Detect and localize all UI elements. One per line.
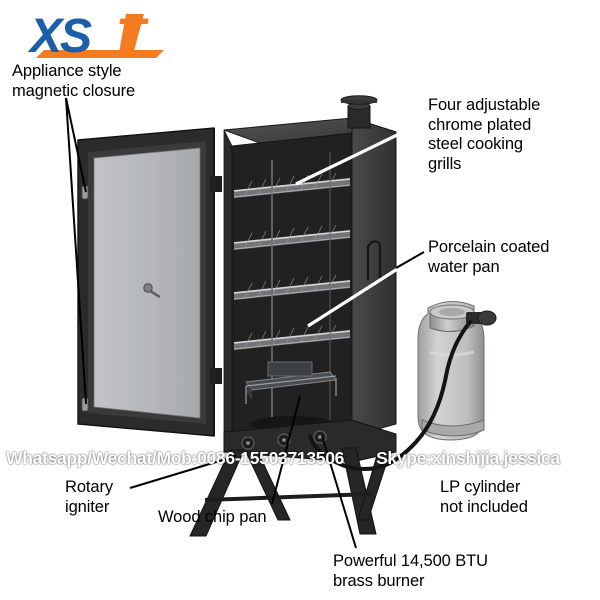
chimney-vent [340,95,378,129]
leader-grills [295,120,425,186]
callout-water-pan: Porcelain coated water pan [428,238,550,276]
xst-logo: XS T XS [28,8,168,66]
leader-magnetic-bottom [65,97,87,405]
leader-magnetic-top [65,97,87,193]
leader-waterpan [307,250,425,328]
leader-waterpan-ext [395,251,425,269]
callout-lp-cylinder: LP cylinder not included [440,478,528,516]
callout-wood-chip-pan: Wood chip pan [158,508,267,526]
svg-text:XS: XS [28,10,92,63]
water-pan [245,361,337,404]
side-handle [366,240,382,280]
callout-magnetic-closure: Appliance style magnetic closure [12,62,136,100]
callout-brass-burner: Powerful 14,500 BTU brass burner [333,552,488,590]
callout-rotary-igniter: Rotary igniter [65,478,113,516]
leader-btu [321,435,357,549]
callout-cooking-grills: Four adjustable chrome plated steel cook… [428,96,541,173]
door-handle [143,283,161,299]
smoker-door [77,127,222,437]
leader-rotary [129,455,237,489]
leader-woodchip [271,395,301,505]
